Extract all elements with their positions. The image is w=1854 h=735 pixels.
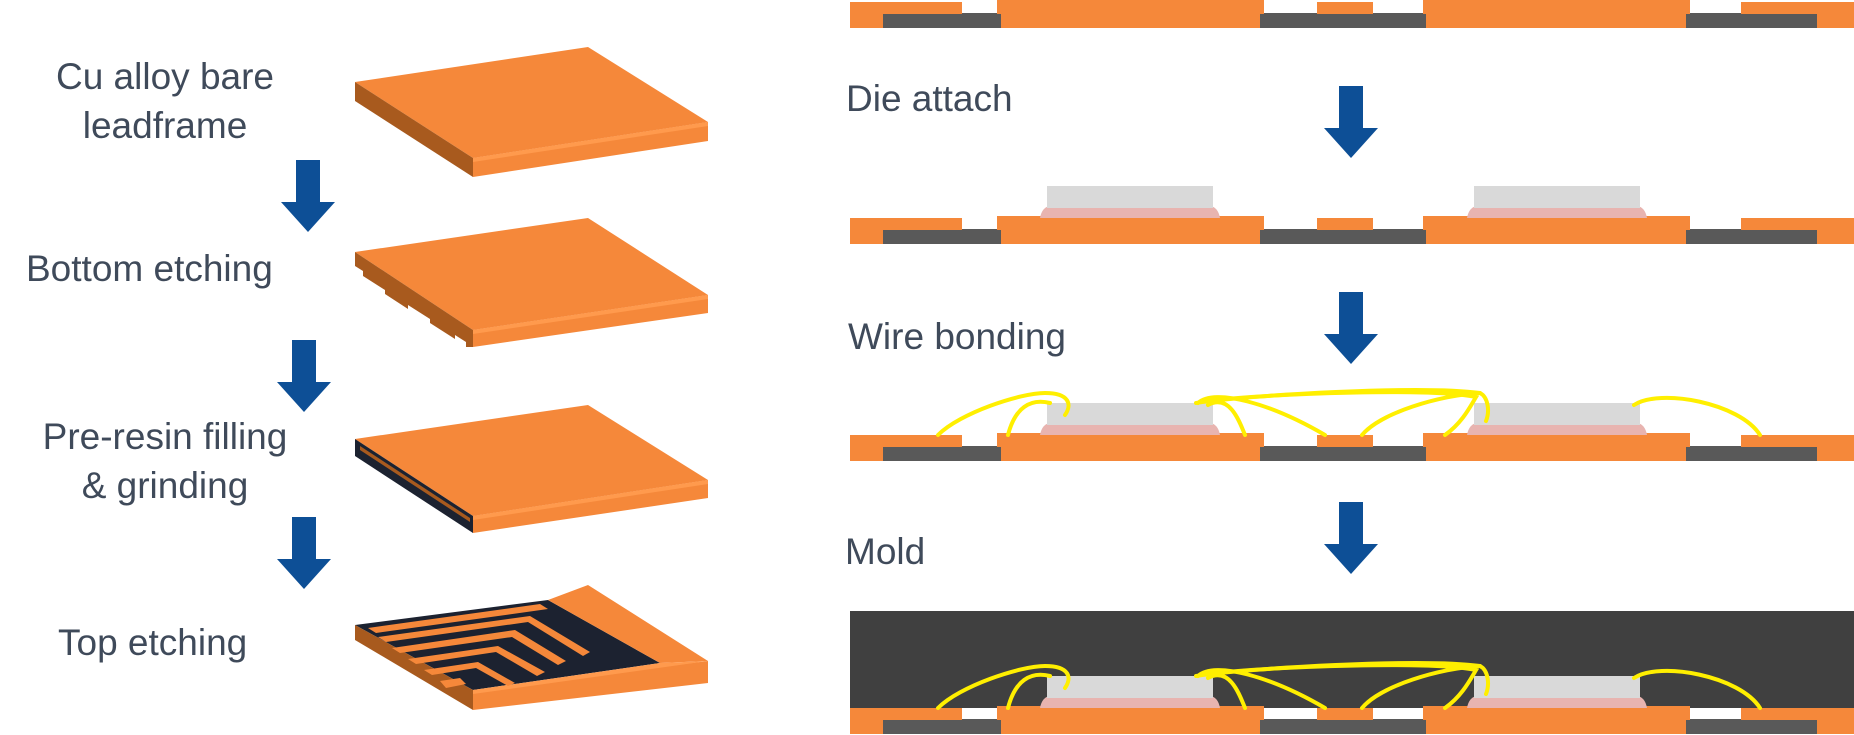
left-arrows <box>277 160 335 589</box>
step1-label-line1: Cu alloy bare <box>55 56 274 97</box>
step1-label: Cu alloy bare leadframe <box>30 52 300 150</box>
pre-resin-plate <box>355 405 708 533</box>
bare-leadframe-plate <box>355 47 708 177</box>
cross-section-wire-bonding <box>850 388 1854 461</box>
step3-label-line1: Pre-resin filling <box>42 416 288 457</box>
step3-label-line2: & grinding <box>81 465 249 506</box>
right-arrows <box>1324 86 1378 574</box>
bottom-etched-plate <box>355 218 708 347</box>
step4-label: Top etching <box>58 622 248 663</box>
top-etched-plate <box>355 585 708 710</box>
mold-label: Mold <box>845 531 926 572</box>
wire-bonding-label: Wire bonding <box>848 316 1067 357</box>
down-arrow-icon <box>281 160 335 232</box>
down-arrow-icon <box>277 340 331 412</box>
cross-section-die-attach <box>850 186 1854 244</box>
step2-label: Bottom etching <box>26 248 273 289</box>
die-attach-label: Die attach <box>846 78 1013 119</box>
step1-label-line2: leadframe <box>82 105 248 146</box>
down-arrow-icon <box>1324 502 1378 574</box>
cross-section-mold <box>850 611 1854 734</box>
step3-label: Pre-resin filling & grinding <box>10 412 320 510</box>
down-arrow-icon <box>277 517 331 589</box>
down-arrow-icon <box>1324 292 1378 364</box>
down-arrow-icon <box>1324 86 1378 158</box>
cross-section-leadframe <box>850 0 1854 28</box>
